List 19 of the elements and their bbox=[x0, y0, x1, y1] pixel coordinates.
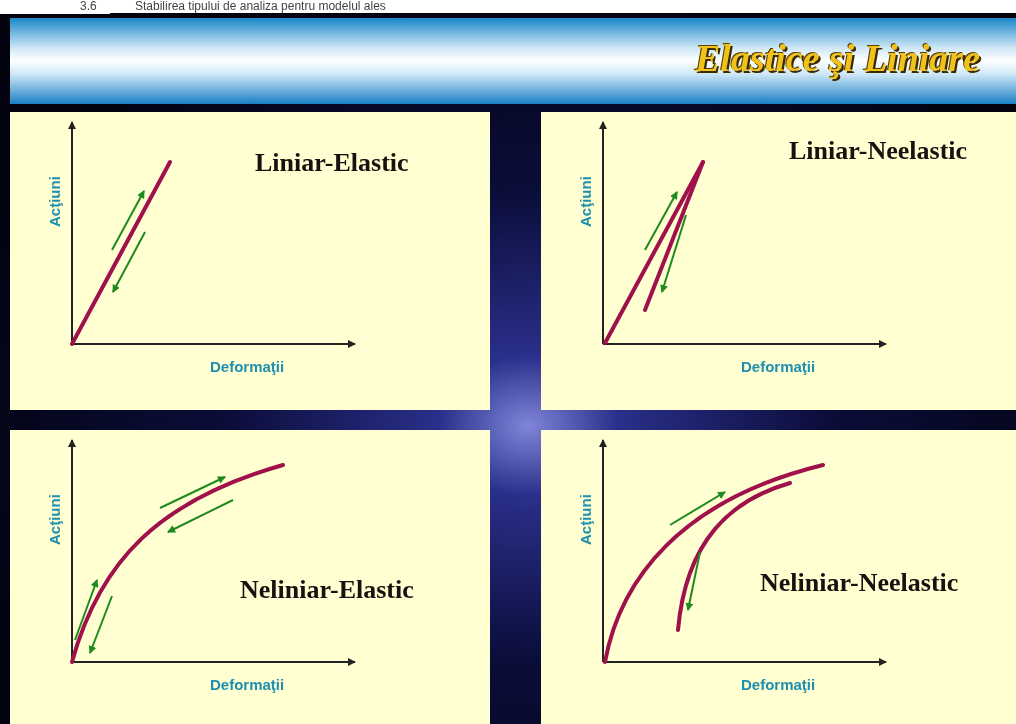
x-axis-label: Deformaţii bbox=[210, 358, 285, 375]
chart-panel bbox=[541, 112, 1016, 410]
x-axis-label: Deformaţii bbox=[210, 676, 285, 693]
x-axis-label: Deformaţii bbox=[741, 358, 816, 375]
panel-title: Neliniar-Elastic bbox=[240, 575, 414, 605]
panel-title: Liniar-Neelastic bbox=[789, 136, 968, 166]
y-axis-label: Acţiuni bbox=[46, 494, 63, 545]
panel-title: Neliniar-Neelastic bbox=[760, 568, 959, 598]
y-axis-label: Acţiuni bbox=[577, 176, 594, 227]
chart-panel bbox=[10, 112, 490, 410]
section-number: 3.6 bbox=[80, 0, 97, 13]
x-axis-label: Deformaţii bbox=[741, 676, 816, 693]
section-heading: Stabilirea tipului de analiza pentru modelul ales bbox=[135, 0, 386, 13]
slide-title: Elastice şi Liniare bbox=[695, 36, 980, 80]
chart-panel bbox=[541, 430, 1016, 724]
y-axis-label: Acţiuni bbox=[577, 494, 594, 545]
chart-panel bbox=[10, 430, 490, 724]
y-axis-label: Acţiuni bbox=[46, 176, 63, 227]
panel-title: Liniar-Elastic bbox=[255, 148, 409, 178]
